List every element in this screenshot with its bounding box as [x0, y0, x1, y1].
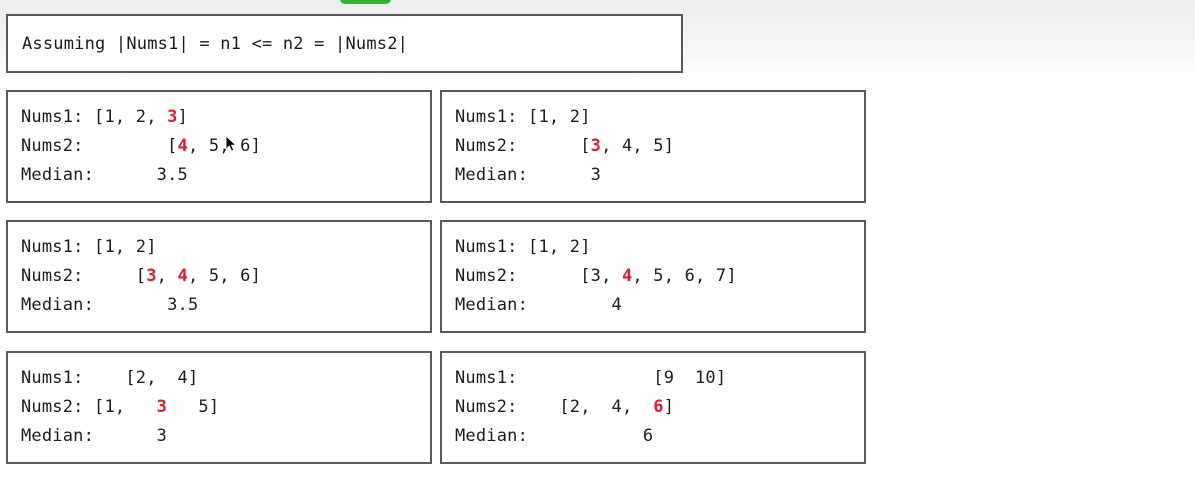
plain-text: Nums1: [9 10]: [455, 368, 727, 388]
case-panel-5: Nums1: [2, 4] Nums2: [1, 3 5] Median: 3: [6, 351, 432, 464]
case-panel-1: Nums1: [1, 2, 3]Nums2: [4, 5, 6]Median: …: [6, 90, 432, 203]
plain-text: 5]: [167, 397, 220, 417]
plain-text: Nums2: [1,: [21, 397, 157, 417]
nums1-line: Nums1: [2, 4]: [21, 364, 430, 393]
plain-text: Nums1: [1, 2]: [455, 237, 591, 257]
assumption-panel: Assuming |Nums1| = n1 <= n2 = |Nums2|: [6, 14, 683, 73]
case-panel-4: Nums1: [1, 2] Nums2: [3, 4, 5, 6, 7] Media…: [440, 220, 866, 333]
highlighted-value: 4: [621, 266, 633, 286]
case-panel-3: Nums1: [1, 2] Nums2: [3, 4, 5, 6] Median: …: [6, 220, 432, 333]
highlighted-value: 3: [167, 107, 178, 127]
plain-text: ]: [663, 397, 675, 417]
plain-text: , 5, 6]: [187, 136, 262, 156]
plain-text: ]: [177, 107, 188, 127]
plain-text: Median: 4: [455, 295, 622, 315]
nums2-line: Nums2: [2, 4, 6]: [455, 393, 864, 422]
nums1-line: Nums1: [1, 2]: [21, 233, 430, 262]
highlighted-value: 4: [177, 266, 188, 286]
nums2-line: Nums2: [1, 3 5]: [21, 393, 430, 422]
case-panel-2: Nums1: [1, 2] Nums2: [3, 4, 5] Median: 3: [440, 90, 866, 203]
plain-text: Nums1: [1, 2]: [455, 107, 591, 127]
highlighted-value: 4: [177, 136, 188, 156]
highlighted-value: 3: [156, 397, 168, 417]
plain-text: , 5, 6]: [187, 266, 262, 286]
plain-text: Nums2: [: [21, 266, 147, 286]
nums2-line: Nums2: [3, 4, 5, 6]: [21, 262, 430, 291]
highlighted-value: 3: [146, 266, 157, 286]
plain-text: , 5, 6, 7]: [632, 266, 737, 286]
nums2-line: Nums2: [4, 5, 6]: [21, 132, 430, 161]
plain-text: Nums1: [1, 2]: [21, 237, 157, 257]
nums1-line: Nums1: [1, 2]: [455, 233, 864, 262]
median-line: Median: 3: [455, 161, 864, 190]
plain-text: Nums1: [1, 2,: [21, 107, 168, 127]
nums1-line: Nums1: [1, 2, 3]: [21, 103, 430, 132]
plain-text: Nums2: [: [455, 136, 591, 156]
plain-text: Median: 6: [455, 426, 654, 446]
median-line: Median: 3: [21, 422, 430, 451]
plain-text: Median: 3.5: [21, 165, 188, 185]
plain-text: Nums2: [3,: [455, 266, 622, 286]
case-panel-6: Nums1: [9 10] Nums2: [2, 4, 6] Median: 6: [440, 351, 866, 464]
plain-text: Nums2: [2, 4,: [455, 397, 654, 417]
nums1-line: Nums1: [1, 2]: [455, 103, 864, 132]
nums2-line: Nums2: [3, 4, 5]: [455, 132, 864, 161]
nums2-line: Nums2: [3, 4, 5, 6, 7]: [455, 262, 864, 291]
median-line: Median: 3.5: [21, 161, 430, 190]
plain-text: , 4, 5]: [601, 136, 675, 156]
median-line: Median: 4: [455, 291, 864, 320]
highlighted-value: 3: [590, 136, 602, 156]
median-line: Median: 3.5: [21, 291, 430, 320]
assumption-text: Assuming |Nums1| = n1 <= n2 = |Nums2|: [22, 33, 409, 54]
plain-text: Median: 3: [21, 426, 168, 446]
plain-text: Nums1: [2, 4]: [21, 368, 199, 388]
median-line: Median: 6: [455, 422, 864, 451]
plain-text: Median: 3.5: [21, 295, 199, 315]
plain-text: Nums2: [: [21, 136, 178, 156]
highlighted-value: 6: [653, 397, 664, 417]
plain-text: Median: 3: [455, 165, 602, 185]
green-progress-pill: [340, 0, 391, 4]
nums1-line: Nums1: [9 10]: [455, 364, 864, 393]
plain-text: ,: [156, 266, 178, 286]
